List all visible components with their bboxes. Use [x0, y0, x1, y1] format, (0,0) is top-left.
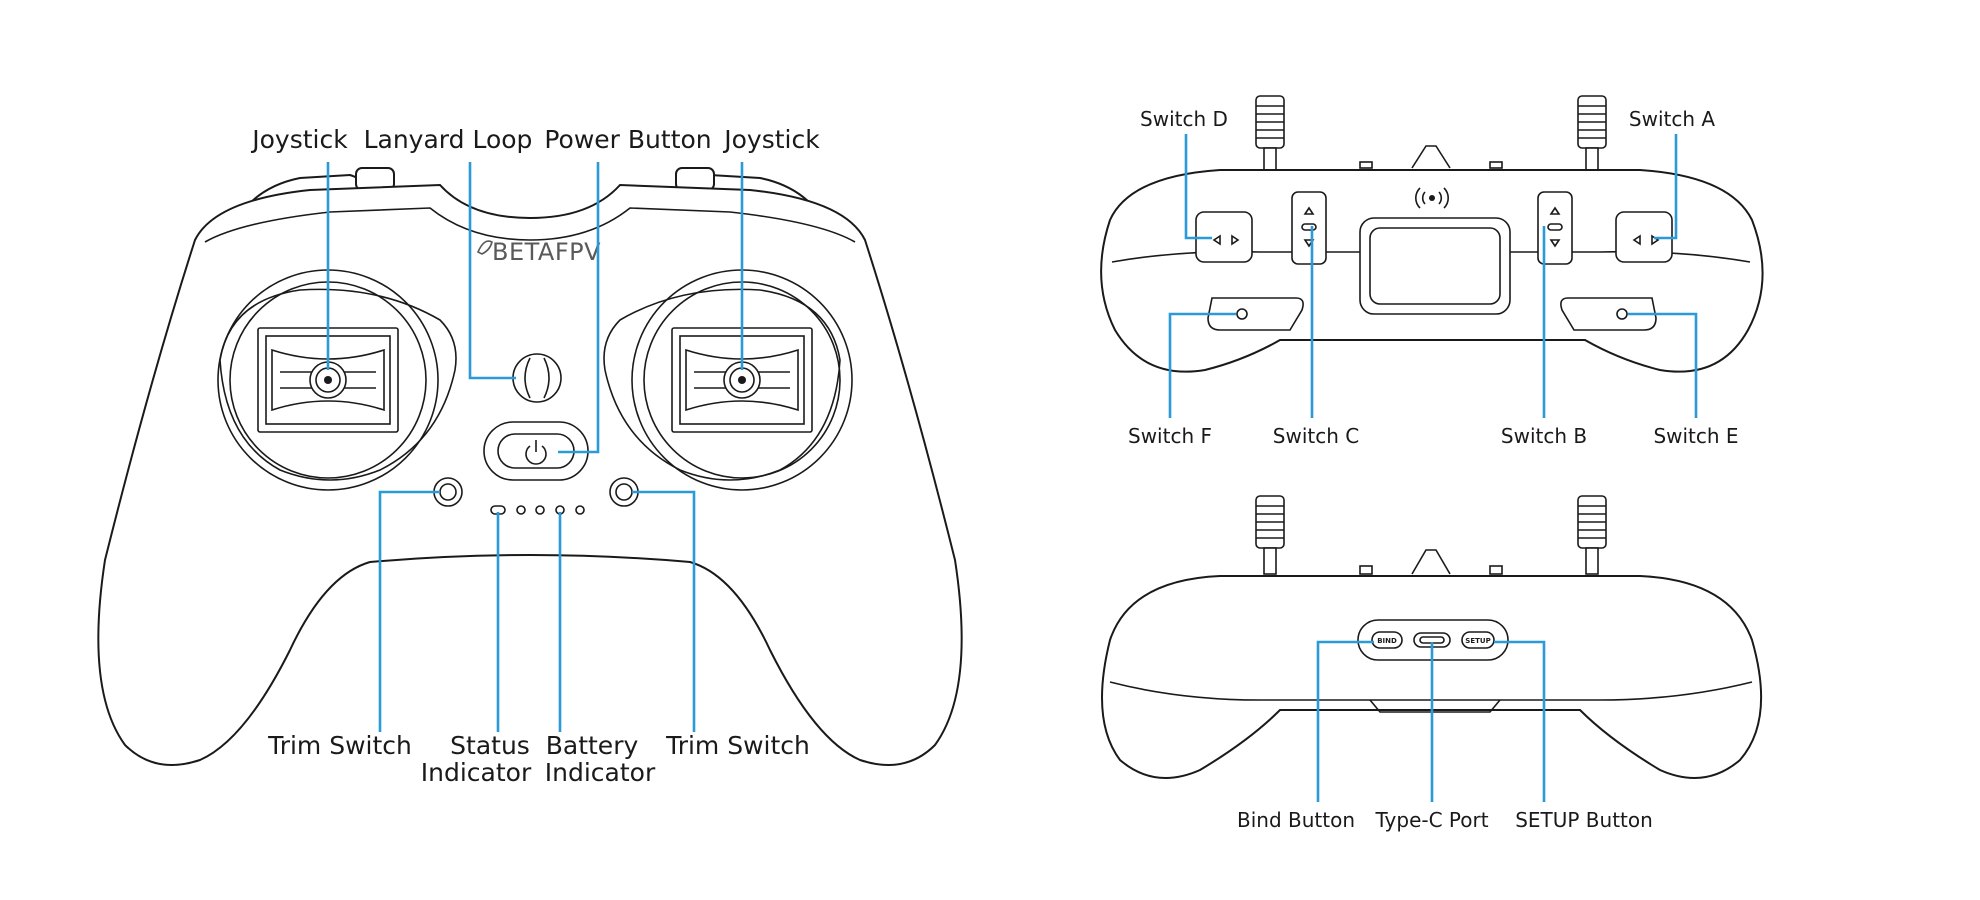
- leader-switch-e: [1628, 312, 1698, 418]
- label-battery-indicator-2: Indicator: [545, 758, 656, 787]
- label-battery-indicator-1: Battery: [546, 731, 639, 760]
- lanyard-loop: [512, 353, 562, 403]
- setup-button-mark: SETUP: [1465, 637, 1490, 645]
- leader-power-button: [558, 162, 600, 454]
- radio-signal-icon: [1415, 187, 1449, 209]
- label-lanyard-loop: Lanyard Loop: [364, 125, 533, 154]
- label-setup-button: SETUP Button: [1515, 808, 1653, 832]
- right-antenna-top: [1577, 95, 1607, 173]
- label-switch-b: Switch B: [1501, 424, 1587, 448]
- label-switch-f: Switch F: [1128, 424, 1212, 448]
- label-bind-button: Bind Button: [1237, 808, 1355, 832]
- battery-led-4: [575, 505, 585, 515]
- leader-bind-button: [1316, 640, 1374, 802]
- switch-f[interactable]: [1207, 297, 1304, 331]
- label-trim-switch-right: Trim Switch: [665, 731, 810, 760]
- label-switch-c: Switch C: [1273, 424, 1359, 448]
- leader-trim-switch-right: [632, 490, 696, 732]
- leader-switch-a: [1654, 134, 1678, 240]
- leader-switch-f: [1168, 312, 1236, 418]
- right-antenna-bottom: [1577, 495, 1607, 575]
- brand-logo: BETAFPV: [476, 238, 601, 266]
- switch-b[interactable]: [1537, 191, 1573, 265]
- label-type-c-port: Type-C Port: [1374, 808, 1488, 832]
- battery-led-1: [516, 505, 526, 515]
- switch-d[interactable]: [1195, 211, 1253, 263]
- bottom-view: BIND SETUP Bind Button Type-C Port SETUP…: [1101, 495, 1763, 832]
- switch-e[interactable]: [1560, 297, 1657, 331]
- switch-a[interactable]: [1615, 211, 1673, 263]
- screen-display: [1359, 217, 1511, 315]
- top-view: Switch D Switch A Switch F Switch C Swit…: [1100, 95, 1764, 448]
- label-joystick-right: Joystick: [722, 125, 820, 154]
- label-power-button: Power Button: [544, 125, 711, 154]
- label-switch-d: Switch D: [1140, 107, 1228, 131]
- label-switch-a: Switch A: [1629, 107, 1715, 131]
- switch-c[interactable]: [1291, 191, 1327, 265]
- label-trim-switch-left: Trim Switch: [267, 731, 412, 760]
- label-switch-e: Switch E: [1653, 424, 1738, 448]
- label-status-indicator-2: Indicator: [421, 758, 532, 787]
- right-joystick-assembly: [603, 269, 853, 491]
- leader-switch-d: [1184, 134, 1212, 240]
- type-c-port[interactable]: [1413, 632, 1451, 648]
- left-antenna-top: [1255, 95, 1285, 173]
- bind-button-mark: BIND: [1377, 637, 1397, 645]
- battery-led-2: [535, 505, 545, 515]
- label-joystick-left: Joystick: [250, 125, 348, 154]
- brand-logo-text: BETAFPV: [492, 238, 601, 266]
- left-antenna-bottom: [1255, 495, 1285, 575]
- label-status-indicator-1: Status: [450, 731, 530, 760]
- front-view: BETAFPV: [97, 125, 963, 787]
- leader-setup-button: [1494, 640, 1546, 802]
- setup-button[interactable]: SETUP: [1461, 631, 1495, 649]
- leader-trim-switch-left: [378, 490, 440, 732]
- leader-lanyard-loop: [468, 162, 516, 380]
- bind-button[interactable]: BIND: [1371, 631, 1403, 649]
